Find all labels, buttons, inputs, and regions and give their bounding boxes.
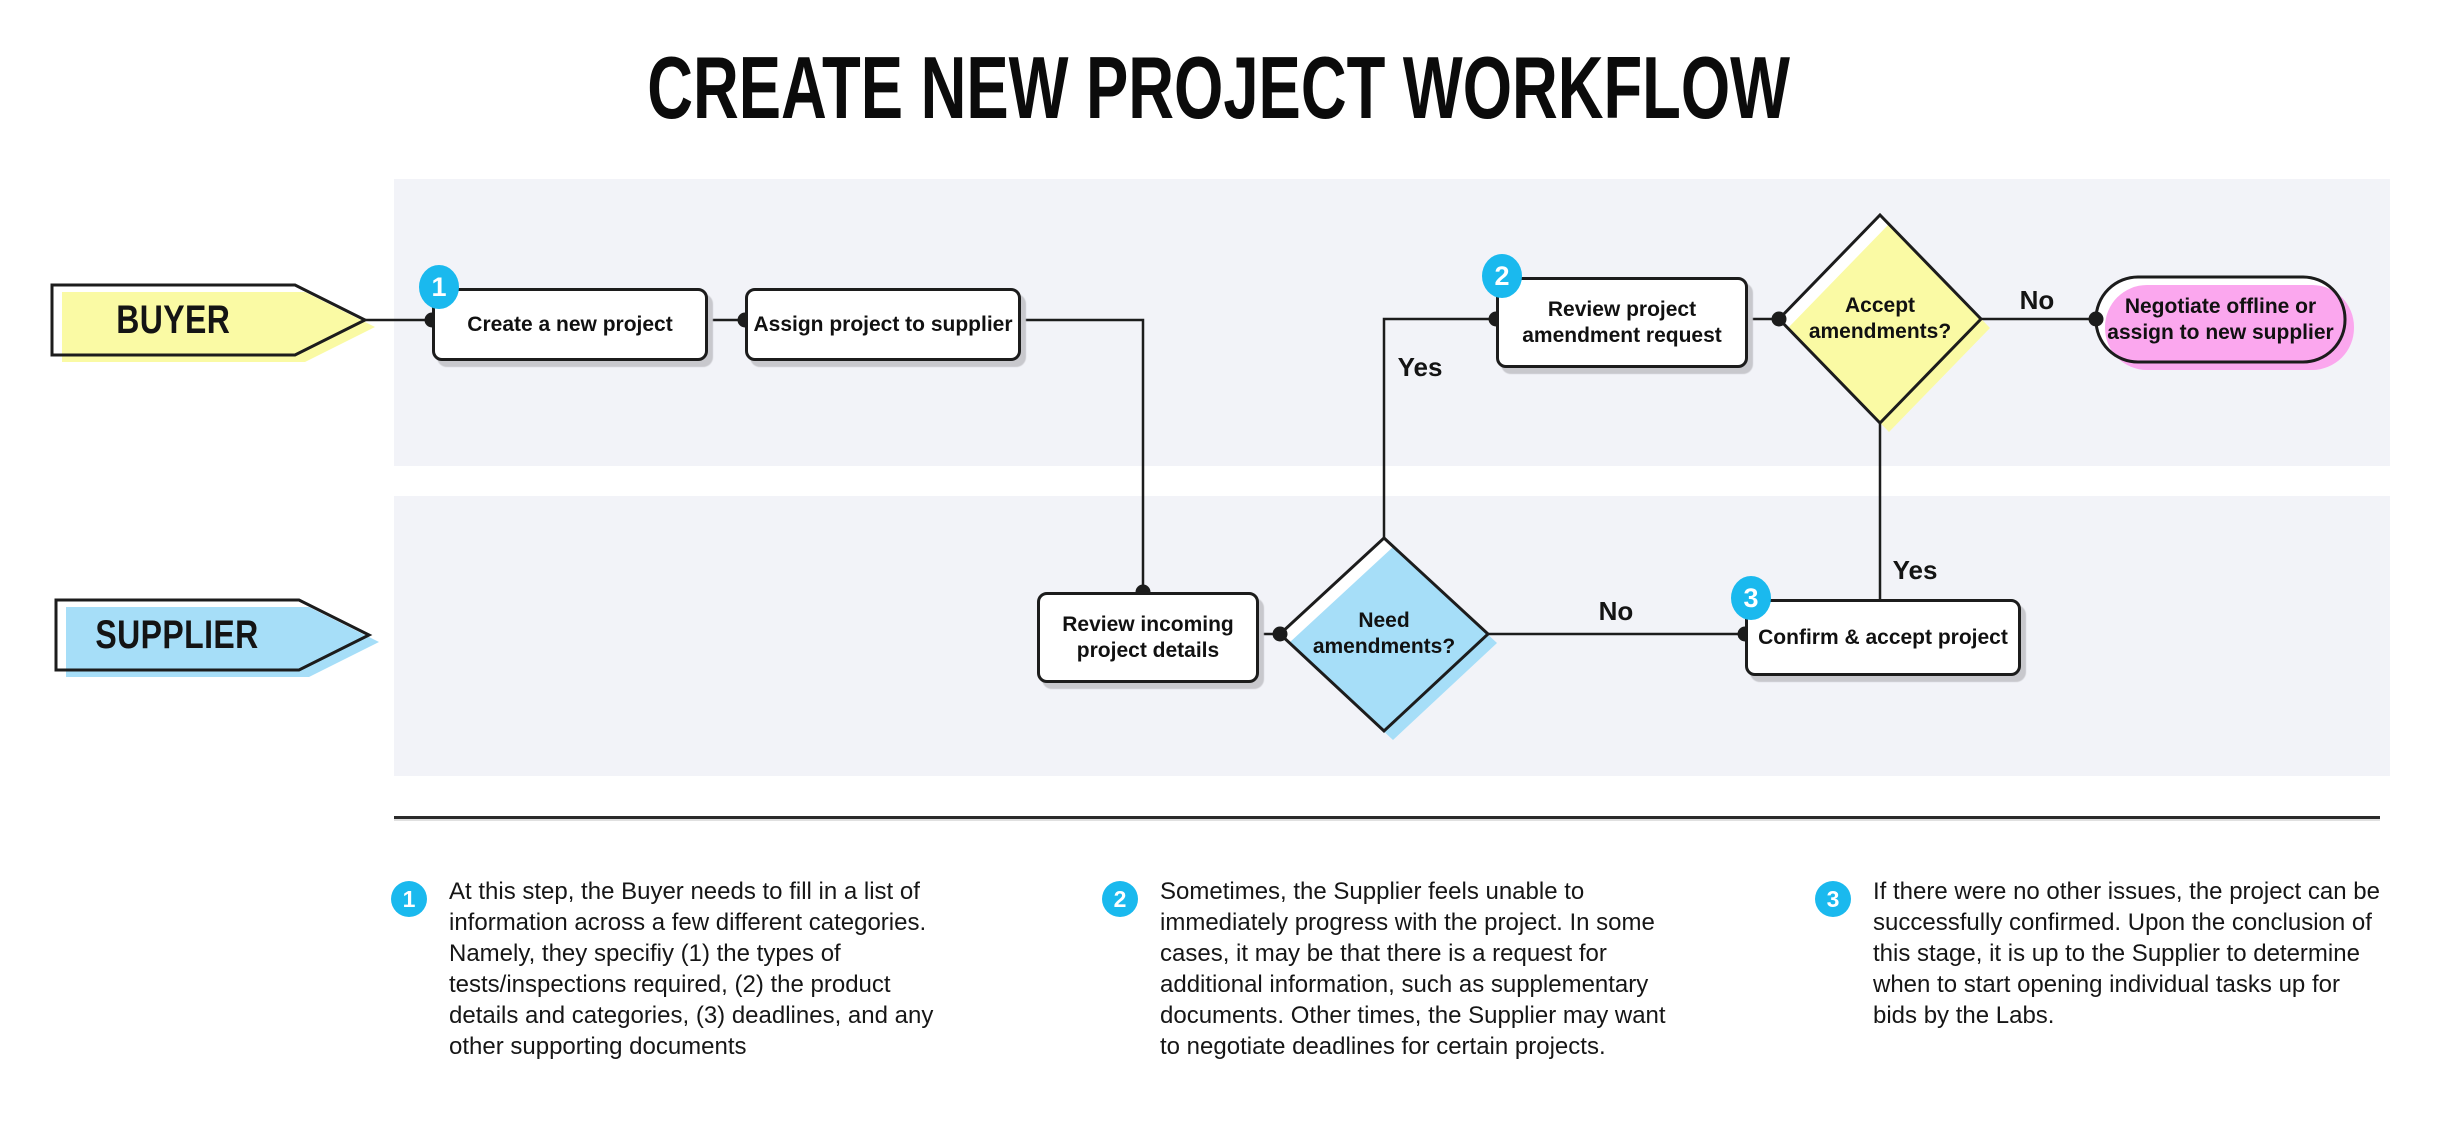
title-wrap: CREATE NEW PROJECT WORKFLOW: [0, 44, 2438, 132]
step-badge-1: 1: [419, 265, 459, 309]
footnote-text-1: At this step, the Buyer needs to fill in…: [449, 878, 934, 1060]
supplier-lane-label: SUPPLIER: [56, 600, 299, 670]
edge-label-need-no: No: [1598, 596, 1634, 626]
node-review-incoming: Review incoming project details: [1037, 592, 1259, 683]
footnotes-divider: [394, 816, 2380, 819]
accept-amendments-label: Accept amendments?: [1808, 294, 1952, 343]
step-badge-3: 3: [1731, 576, 1771, 620]
buyer-lane-label-text: BUYER: [116, 297, 231, 342]
node-create-project: Create a new project: [432, 288, 708, 361]
footnote-text-3: If there were no other issues, the proje…: [1873, 878, 2380, 1029]
footnote-badge-1: 1: [391, 881, 427, 917]
edge-label-need-yes: Yes: [1397, 352, 1443, 382]
footnote-badge-2: 2: [1102, 881, 1138, 917]
footnote-badge-3: 3: [1815, 881, 1851, 917]
step-badge-2: 2: [1482, 254, 1522, 298]
negotiate-label: Negotiate offline or assign to new suppl…: [2107, 294, 2334, 344]
page-title: CREATE NEW PROJECT WORKFLOW: [647, 38, 1791, 137]
need-amendments-label: Need amendments?: [1312, 609, 1456, 658]
buyer-lane-label: BUYER: [52, 285, 295, 355]
supplier-lane-label-text: SUPPLIER: [95, 612, 260, 657]
node-assign-project: Assign project to supplier: [745, 288, 1021, 361]
edge-label-accept-yes: Yes: [1892, 555, 1938, 585]
node-confirm-accept: Confirm & accept project: [1745, 599, 2021, 676]
edge-label-accept-no: No: [2019, 285, 2055, 315]
footnote-text-2: Sometimes, the Supplier feels unable to …: [1160, 878, 1666, 1060]
node-review-amendment: Review project amendment request: [1496, 277, 1748, 368]
